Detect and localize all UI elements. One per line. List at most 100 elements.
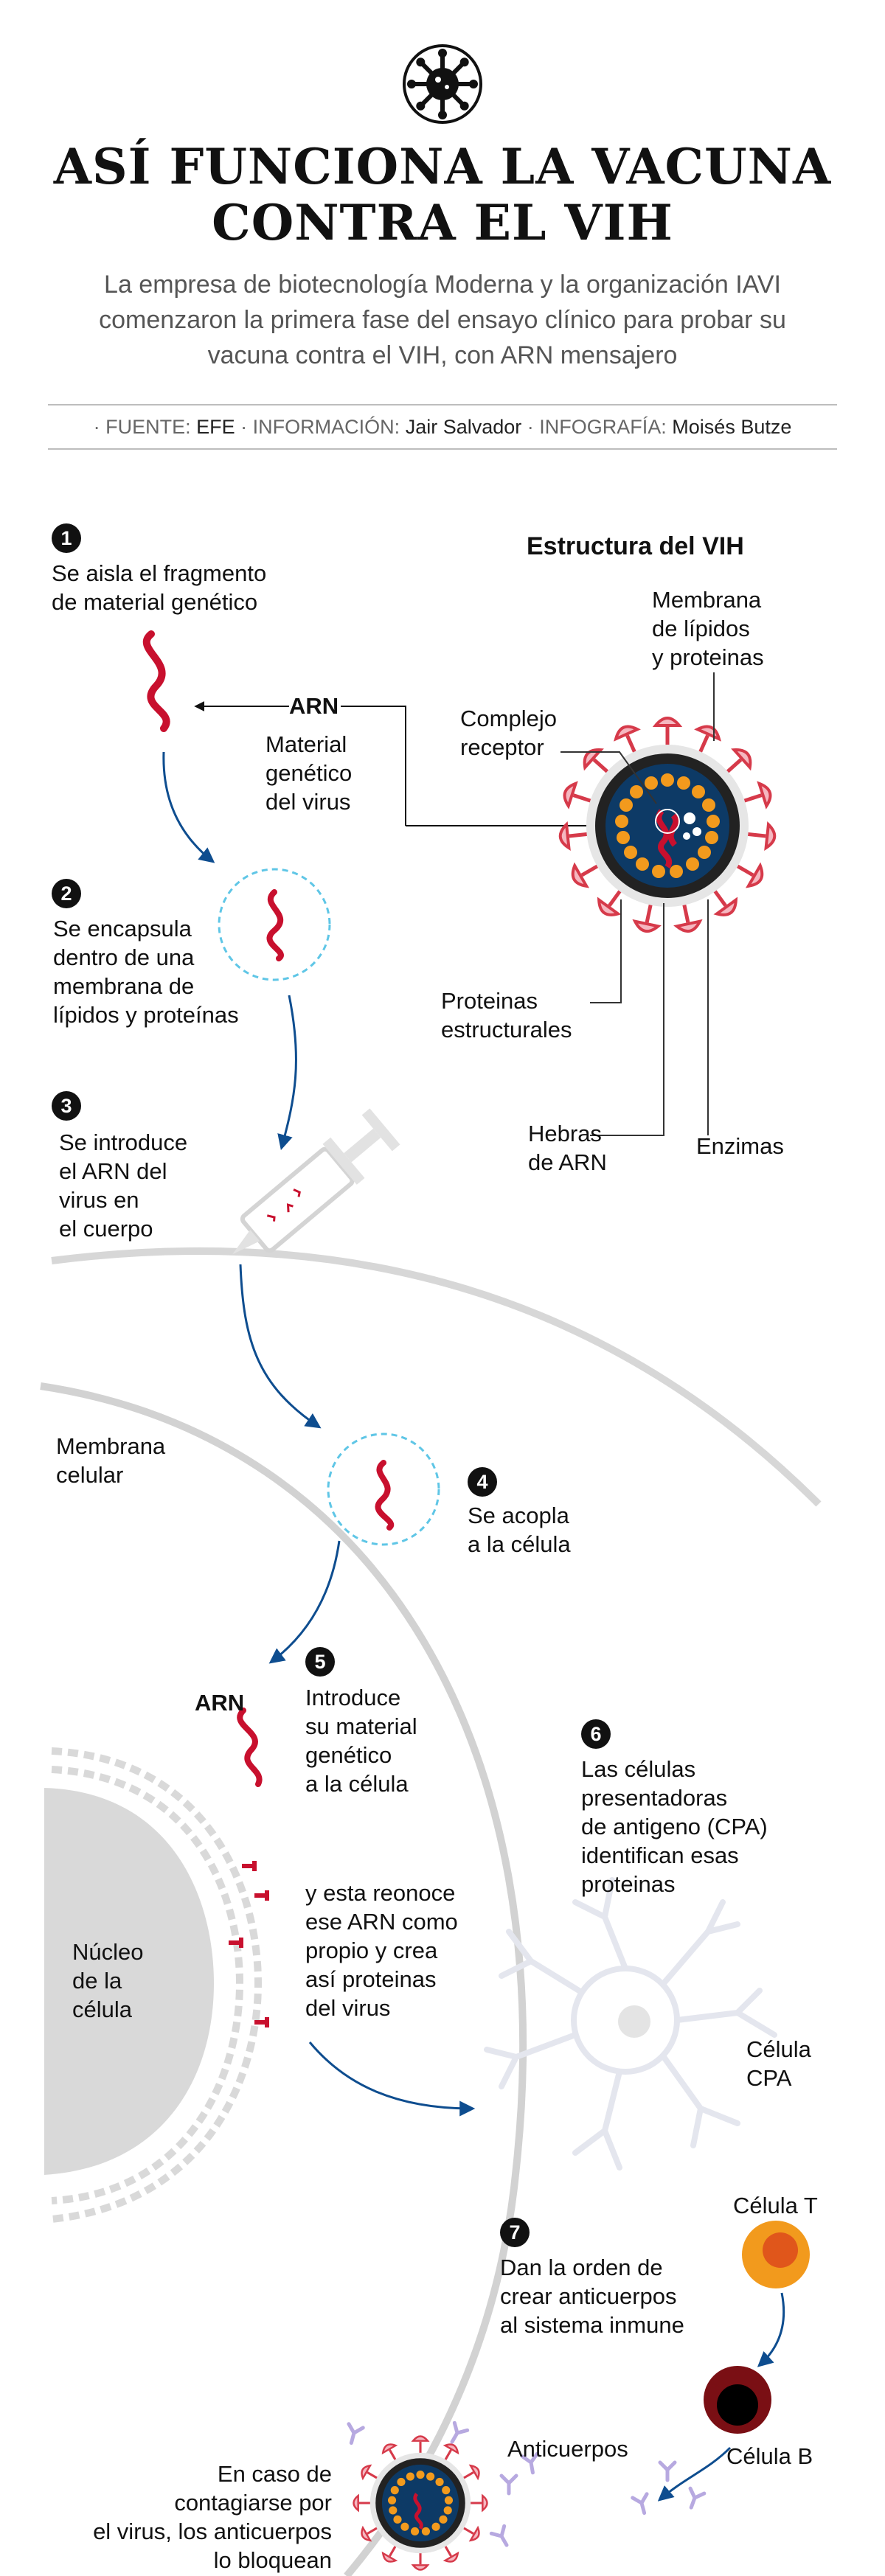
label-line: del virus <box>266 789 351 815</box>
label-line: y proteinas <box>652 644 764 670</box>
step-5-badge: 5 <box>305 1647 335 1677</box>
syringe-icon <box>232 1108 400 1255</box>
step-3-badge: 3 <box>52 1091 81 1121</box>
label-line: celular <box>56 1462 124 1488</box>
subtitle-line: La empresa de biotecnología Moderna y la… <box>104 271 781 299</box>
label-line: de la <box>72 1968 122 1994</box>
label-line: propio y crea <box>305 1938 438 1963</box>
b-cell <box>704 2366 771 2434</box>
label-line: de ARN <box>528 1149 607 1175</box>
step-line: a la célula <box>305 1771 409 1797</box>
step-5-text: Introduce su material genético a la célu… <box>305 1683 417 1798</box>
step-2-text: Se encapsula dentro de una membrana de l… <box>53 914 239 1029</box>
step-1-text: Se aisla el fragmento de material genéti… <box>52 559 266 616</box>
label-line: Membrana <box>652 587 762 613</box>
step-4-text: Se acopla a la célula <box>468 1501 571 1559</box>
step-line: dentro de una <box>53 944 195 970</box>
cpa-nucleus <box>618 2005 650 2038</box>
step-line: membrana de <box>53 973 195 999</box>
label-line: Proteinas <box>441 988 538 1014</box>
b-cell-label: Célula B <box>726 2443 813 2469</box>
subtitle-line: comenzaron la primera fase del ensayo cl… <box>99 306 786 334</box>
label-line: contagiarse por <box>174 2490 332 2516</box>
step-2-badge: 2 <box>52 879 81 908</box>
label-line: el virus, los anticuerpos <box>93 2518 332 2544</box>
label-line: Núcleo <box>72 1939 144 1965</box>
label-line: genético <box>266 760 353 786</box>
cell-membrane-label: Membrana celular <box>56 1432 165 1489</box>
nucleus-outer-ring <box>51 1766 244 2204</box>
reconoce-text: y esta reonoce ese ARN como propio y cre… <box>305 1879 458 2022</box>
t-cell-label: Célula T <box>733 2193 818 2218</box>
step-line: Dan la orden de <box>500 2255 663 2280</box>
label-line: y esta reonoce <box>305 1880 456 1906</box>
step-1-badge: 1 <box>52 523 81 553</box>
credits-bar: · FUENTE: EFE · INFORMACIÓN: Jair Salvad… <box>48 404 837 450</box>
label-line: de lípidos <box>652 616 750 641</box>
label-line: ese ARN como <box>305 1909 458 1935</box>
label-line: estructurales <box>441 1017 572 1042</box>
label-line: lo bloquean <box>213 2547 332 2573</box>
source-value: EFE <box>196 416 235 438</box>
step-6-text: Las células presentadoras de antigeno (C… <box>581 1755 768 1898</box>
graphic-label: · INFOGRAFÍA: <box>527 416 667 438</box>
step-line: Introduce <box>305 1685 401 1710</box>
step-line: a la célula <box>468 1531 571 1557</box>
subtitle-line: vacuna contra el VIH, con ARN mensajero <box>207 341 678 369</box>
virus-structure-title: Estructura del VIH <box>527 532 744 560</box>
label-line: En caso de <box>217 2461 332 2487</box>
step-line: identifican esas <box>581 1842 739 1868</box>
arn-pointer-line <box>341 706 406 826</box>
page-title: ASÍ FUNCIONA LA VACUNA CONTRA EL VIH <box>0 139 885 251</box>
step-line: de material genético <box>52 589 258 615</box>
nucleus-label: Núcleo de la célula <box>72 1938 144 2024</box>
info-label: · INFORMACIÓN: <box>240 416 400 438</box>
step-line: crear anticuerpos <box>500 2283 677 2309</box>
label-line: así proteinas <box>305 1966 437 1992</box>
step-6-badge: 6 <box>581 1719 611 1749</box>
step-line: Se aisla el fragmento <box>52 560 267 586</box>
step-line: de antigeno (CPA) <box>581 1814 768 1839</box>
step-line: el cuerpo <box>59 1216 153 1242</box>
flow-arrow <box>757 2292 785 2367</box>
arn-label: ARN <box>289 693 339 719</box>
step-line: proteinas <box>581 1871 676 1897</box>
step-line: al sistema inmune <box>500 2312 684 2338</box>
page-subtitle: La empresa de biotecnología Moderna y la… <box>66 267 819 373</box>
label-line: del virus <box>305 1995 391 2021</box>
label-line: receptor <box>460 734 544 760</box>
flow-arrow <box>268 1540 341 1664</box>
label-line: Complejo <box>460 706 557 731</box>
source-label: · FUENTE: <box>93 416 191 438</box>
small-virus <box>352 2434 489 2572</box>
step-line: Las células <box>581 1756 696 1782</box>
label-line: Hebras <box>528 1121 602 1146</box>
antibodies-label: Anticuerpos <box>507 2436 628 2462</box>
rna-strand <box>237 1708 263 1787</box>
final-text: En caso de contagiarse por el virus, los… <box>30 2460 332 2575</box>
step-line: genético <box>305 1742 392 1768</box>
rna-capsule <box>218 868 331 981</box>
step-line: lípidos y proteínas <box>53 1002 239 1028</box>
step-line: su material <box>305 1713 417 1739</box>
step-4-badge: 4 <box>468 1467 497 1497</box>
step-line: Se encapsula <box>53 916 192 941</box>
t-cell <box>742 2221 810 2288</box>
hiv-virus-diagram <box>559 718 776 933</box>
title-line: ASÍ FUNCIONA LA VACUNA <box>53 138 832 195</box>
step-line: presentadoras <box>581 1785 728 1811</box>
proteins-label: Proteinas estructurales <box>441 986 572 1044</box>
step-line: el ARN del <box>59 1158 167 1184</box>
label-line: CPA <box>746 2065 792 2091</box>
rna-strands-label: Hebras de ARN <box>528 1119 607 1177</box>
step-line: Se introduce <box>59 1129 188 1155</box>
receptor-label: Complejo receptor <box>460 704 557 762</box>
graphic-value: Moisés Butze <box>672 416 792 438</box>
virus-leader-lines <box>560 672 715 1136</box>
rna-strand <box>142 630 170 732</box>
info-value: Jair Salvador <box>405 416 522 438</box>
step-7-badge: 7 <box>500 2218 530 2247</box>
step-3-text: Se introduce el ARN del virus en el cuer… <box>59 1128 187 1243</box>
step-7-text: Dan la orden de crear anticuerpos al sis… <box>500 2253 684 2339</box>
